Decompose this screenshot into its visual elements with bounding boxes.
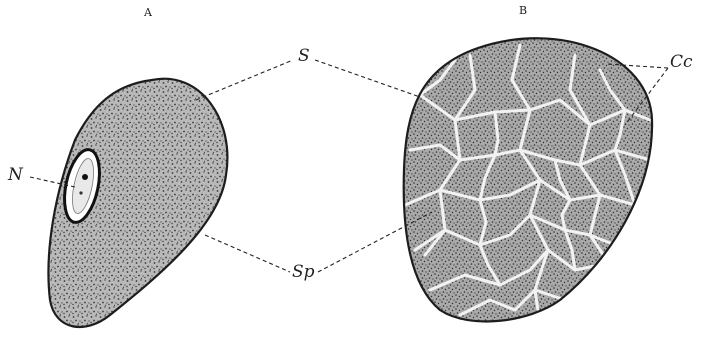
leader-s-to-a <box>196 60 293 100</box>
label-nucleus: N <box>8 165 23 185</box>
label-s: S <box>298 46 310 66</box>
panel-a-caption: A <box>144 6 152 19</box>
nucleolus <box>82 174 88 180</box>
leader-s-to-b <box>315 60 420 97</box>
nucleus-dot <box>79 191 82 194</box>
cell-a <box>48 79 227 327</box>
leader-sp-to-a <box>205 235 290 272</box>
label-sp: Sp <box>292 262 315 282</box>
cell-b <box>404 38 652 325</box>
label-cc: Cc <box>670 52 693 72</box>
panel-b-caption: B <box>519 4 527 17</box>
